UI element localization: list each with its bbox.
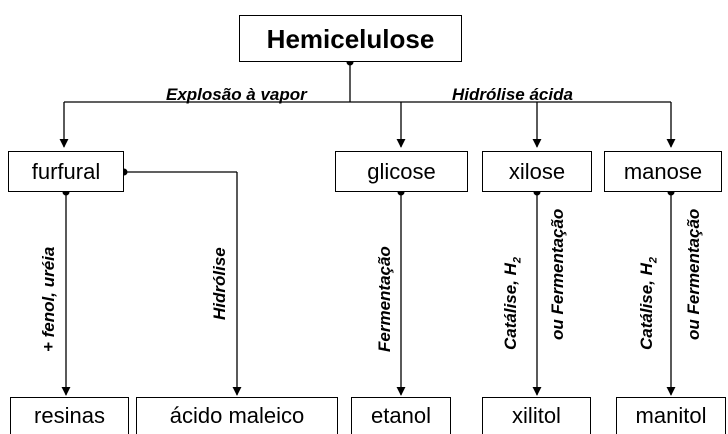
node-manitol-label: manitol — [635, 403, 707, 428]
node-manose-label: manose — [623, 158, 703, 184]
node-xilose-label: xilose — [508, 158, 566, 184]
process-label-manose-catalise: Catálise, H2 — [637, 256, 660, 350]
xilose-catalise-text: Catálise, H — [501, 263, 520, 350]
node-glicose-label: glicose — [367, 158, 436, 184]
process-label-fenol: + fenol, uréia — [39, 246, 58, 352]
process-label-xilose-ferm: ou Fermentação — [548, 208, 567, 340]
node-etanol-label: etanol — [371, 403, 431, 428]
node-furfural: furfural — [8, 151, 124, 192]
node-xilitol-label: xilitol — [512, 403, 561, 428]
node-manose: manose — [604, 151, 722, 192]
node-furfural-label: furfural — [31, 158, 101, 184]
node-manitol: manitol — [616, 397, 726, 434]
manose-catalise-sub: 2 — [647, 256, 660, 264]
node-etanol: etanol — [351, 397, 451, 434]
node-xilitol: xilitol — [482, 397, 591, 434]
node-resinas-label: resinas — [34, 403, 105, 428]
root-node: Hemicelulose — [239, 15, 462, 62]
root-label: Hemicelulose — [266, 23, 435, 54]
process-label-manose-ferm: ou Fermentação — [684, 208, 703, 340]
node-acido-maleico: ácido maleico — [136, 397, 338, 434]
node-resinas: resinas — [10, 397, 129, 434]
process-label-fermentacao: Fermentação — [375, 246, 394, 352]
manose-catalise-text: Catálise, H — [637, 263, 656, 350]
node-glicose: glicose — [335, 151, 468, 192]
branch-label-right: Hidrólise ácida — [452, 85, 573, 104]
process-label-xilose-catalise: Catálise, H2 — [501, 256, 524, 350]
xilose-catalise-sub: 2 — [511, 256, 524, 264]
process-label-hidrolise: Hidrólise — [210, 247, 229, 320]
node-acido-maleico-label: ácido maleico — [169, 403, 305, 428]
branch-label-left: Explosão à vapor — [166, 85, 307, 104]
node-xilose: xilose — [482, 151, 592, 192]
